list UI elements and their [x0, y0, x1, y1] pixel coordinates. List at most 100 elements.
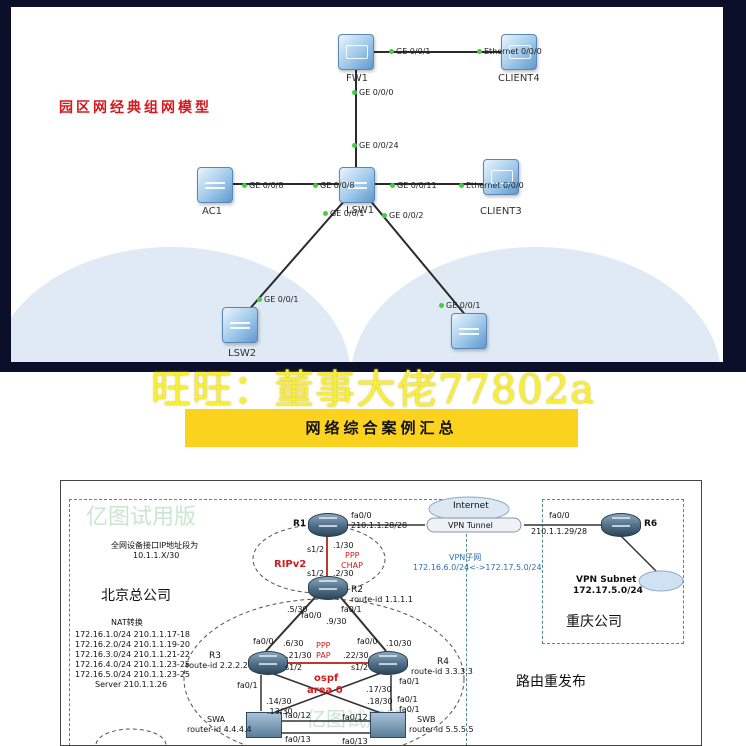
r2-name: R2	[351, 585, 363, 595]
left-partial-ellipse	[95, 728, 167, 745]
r4-fa01: fa0/1	[399, 677, 420, 686]
port-lsw2-up: GE 0/0/1	[257, 295, 298, 304]
internet-label: Internet	[453, 501, 489, 511]
swb-name: SWB	[417, 715, 436, 724]
link-r2-r3	[265, 592, 320, 652]
swa-rid: router-id 4.4.4.4	[187, 725, 252, 734]
note-line1: 全网设备接口IP地址段为	[111, 541, 199, 550]
chongqing-region-border	[542, 499, 684, 644]
campus-title: 园区网经典组网模型	[59, 100, 212, 116]
port-client4-left: Ethernet 0/0/0	[477, 47, 542, 56]
swb-fa012: fa0/12	[342, 713, 368, 722]
r2-p230: .2/30	[333, 569, 354, 578]
vpn-subnet-label: VPN子网	[449, 553, 482, 562]
beijing-region-border	[69, 499, 467, 745]
r4-p1830: .18/30	[367, 697, 393, 706]
lsw3-device[interactable]	[451, 313, 487, 349]
ospf-1: ospf	[314, 673, 339, 684]
section-banner: 网络综合案例汇总	[185, 409, 578, 447]
port-lsw1-down2: GE 0/0/2	[382, 211, 423, 220]
port-fw1-down: GE 0/0/0	[352, 88, 393, 97]
r4-p1730: .17/30	[366, 685, 392, 694]
r4-name: R4	[437, 657, 449, 667]
vpn-subnet-r6-2: 172.17.5.0/24	[573, 586, 643, 596]
wan-topology-panel: 亿图试用版 亿图试用版 R1 fa0/0 210.1.1.28/28 s1/2	[60, 480, 702, 746]
port-lsw1-up: GE 0/0/24	[352, 141, 399, 150]
shop-watermark: 旺旺：董事大佬77802a	[150, 367, 596, 413]
r3-p2130: .21/30	[286, 651, 312, 660]
r1-s12: s1/2	[307, 545, 325, 554]
swa-switch[interactable]	[246, 712, 282, 738]
client3-label: CLIENT3	[480, 206, 522, 217]
campus-topology-canvas: 园区网经典组网模型 FW1 CLIENT4 AC1 LSW1 CLIENT3 L…	[11, 7, 723, 362]
r2-router[interactable]	[308, 576, 348, 600]
r1-fa: fa0/0	[351, 511, 372, 520]
r3-router[interactable]	[248, 651, 288, 675]
nat-row-4: 172.16.4.0/24 210.1.1.23-25	[75, 660, 190, 669]
r6-fa: fa0/0	[549, 511, 570, 520]
r6-ip: 210.1.1.29/28	[531, 527, 588, 536]
ac1-device[interactable]	[197, 167, 233, 203]
trial-watermark-top: 亿图试用版	[86, 505, 197, 530]
r3-fa00: fa0/0	[253, 637, 274, 646]
port-fw1-right: GE 0/0/1	[389, 47, 430, 56]
nat-title: NAT转换	[111, 618, 143, 627]
swb-rid: router-id 5.5.5.5	[409, 725, 474, 734]
r3-s12: s1/2	[285, 663, 303, 672]
r3-p1430: .14/30	[266, 697, 292, 706]
beijing-label: 北京总公司	[101, 588, 171, 604]
swb-fa01: fa0/1	[399, 705, 420, 714]
r3-p630: .6/30	[283, 639, 304, 648]
ppp-pap-1: PPP	[316, 641, 331, 650]
r4-p1030: .10/30	[386, 639, 412, 648]
port-lsw1-right: GE 0/0/11	[390, 181, 437, 190]
link-r6-vpn-cloud	[620, 535, 662, 577]
ppp-chap-2: CHAP	[341, 561, 363, 570]
nat-row-1: 172.16.1.0/24 210.1.1.17-18	[75, 630, 190, 639]
r2-p530: .5/30	[287, 605, 308, 614]
redistribute-label: 路由重发布	[516, 674, 586, 690]
vpn-subnet-value: 172.16.6.0/24<->172.17.5.0/24	[413, 563, 542, 572]
port-client3-left: Ethernet 0/0/0	[459, 181, 524, 190]
r6-router[interactable]	[601, 513, 641, 537]
r1-p130: .1/30	[333, 541, 354, 550]
note-line2: 10.1.1.X/30	[133, 551, 180, 560]
r4-p2230: .22/30	[343, 651, 369, 660]
r1-name: R1	[293, 519, 307, 529]
r4-s12: s1/2	[351, 663, 369, 672]
swa-fa013: fa0/13	[285, 735, 311, 744]
swa-name: SWA	[207, 715, 226, 724]
r4-router[interactable]	[368, 651, 408, 675]
swb-switch[interactable]	[370, 712, 406, 738]
r1-router[interactable]	[308, 513, 348, 537]
ripv2-label: RIPv2	[274, 559, 307, 570]
nat-row-6: Server 210.1.1.26	[95, 680, 168, 689]
nat-row-5: 172.16.5.0/24 210.1.1.23-25	[75, 670, 190, 679]
ospf-2: area 0	[307, 685, 343, 696]
r4-fa00: fa0/0	[357, 637, 378, 646]
r2-rid: route-id 1.1.1.1	[351, 595, 413, 604]
link-r4-swa	[272, 672, 382, 714]
ppp-pap-2: PAP	[316, 651, 331, 660]
top-diagram-panel: 园区网经典组网模型 FW1 CLIENT4 AC1 LSW1 CLIENT3 L…	[0, 0, 746, 372]
r2-fa01: fa0/1	[341, 605, 362, 614]
swb-fa013: fa0/13	[342, 737, 368, 746]
vpn-tunnel-tube	[426, 517, 522, 533]
link-r2-r4	[336, 592, 387, 652]
r4-fa01b: fa0/1	[397, 695, 418, 704]
r2-fa00: fa0/0	[301, 611, 322, 620]
port-ac1-right: GE 0/0/8	[242, 181, 283, 190]
r3-fa01: fa0/1	[237, 681, 258, 690]
ac1-label: AC1	[202, 206, 223, 217]
r2-p930: .9/30	[326, 617, 347, 626]
fw1-device[interactable]	[338, 34, 374, 70]
r1-ip: 210.1.1.28/28	[351, 521, 408, 530]
r4-rid: route-id 3.3.3.3	[411, 667, 473, 676]
vpn-tunnel-label: VPN Tunnel	[448, 521, 493, 530]
swb-p1330: .13/30	[267, 707, 293, 716]
ppp-chap-1: PPP	[345, 551, 360, 560]
lsw2-device[interactable]	[222, 307, 258, 343]
r6-name: R6	[644, 519, 658, 529]
swa-fa012: fa0/12	[285, 711, 311, 720]
r3-name: R3	[209, 651, 221, 661]
